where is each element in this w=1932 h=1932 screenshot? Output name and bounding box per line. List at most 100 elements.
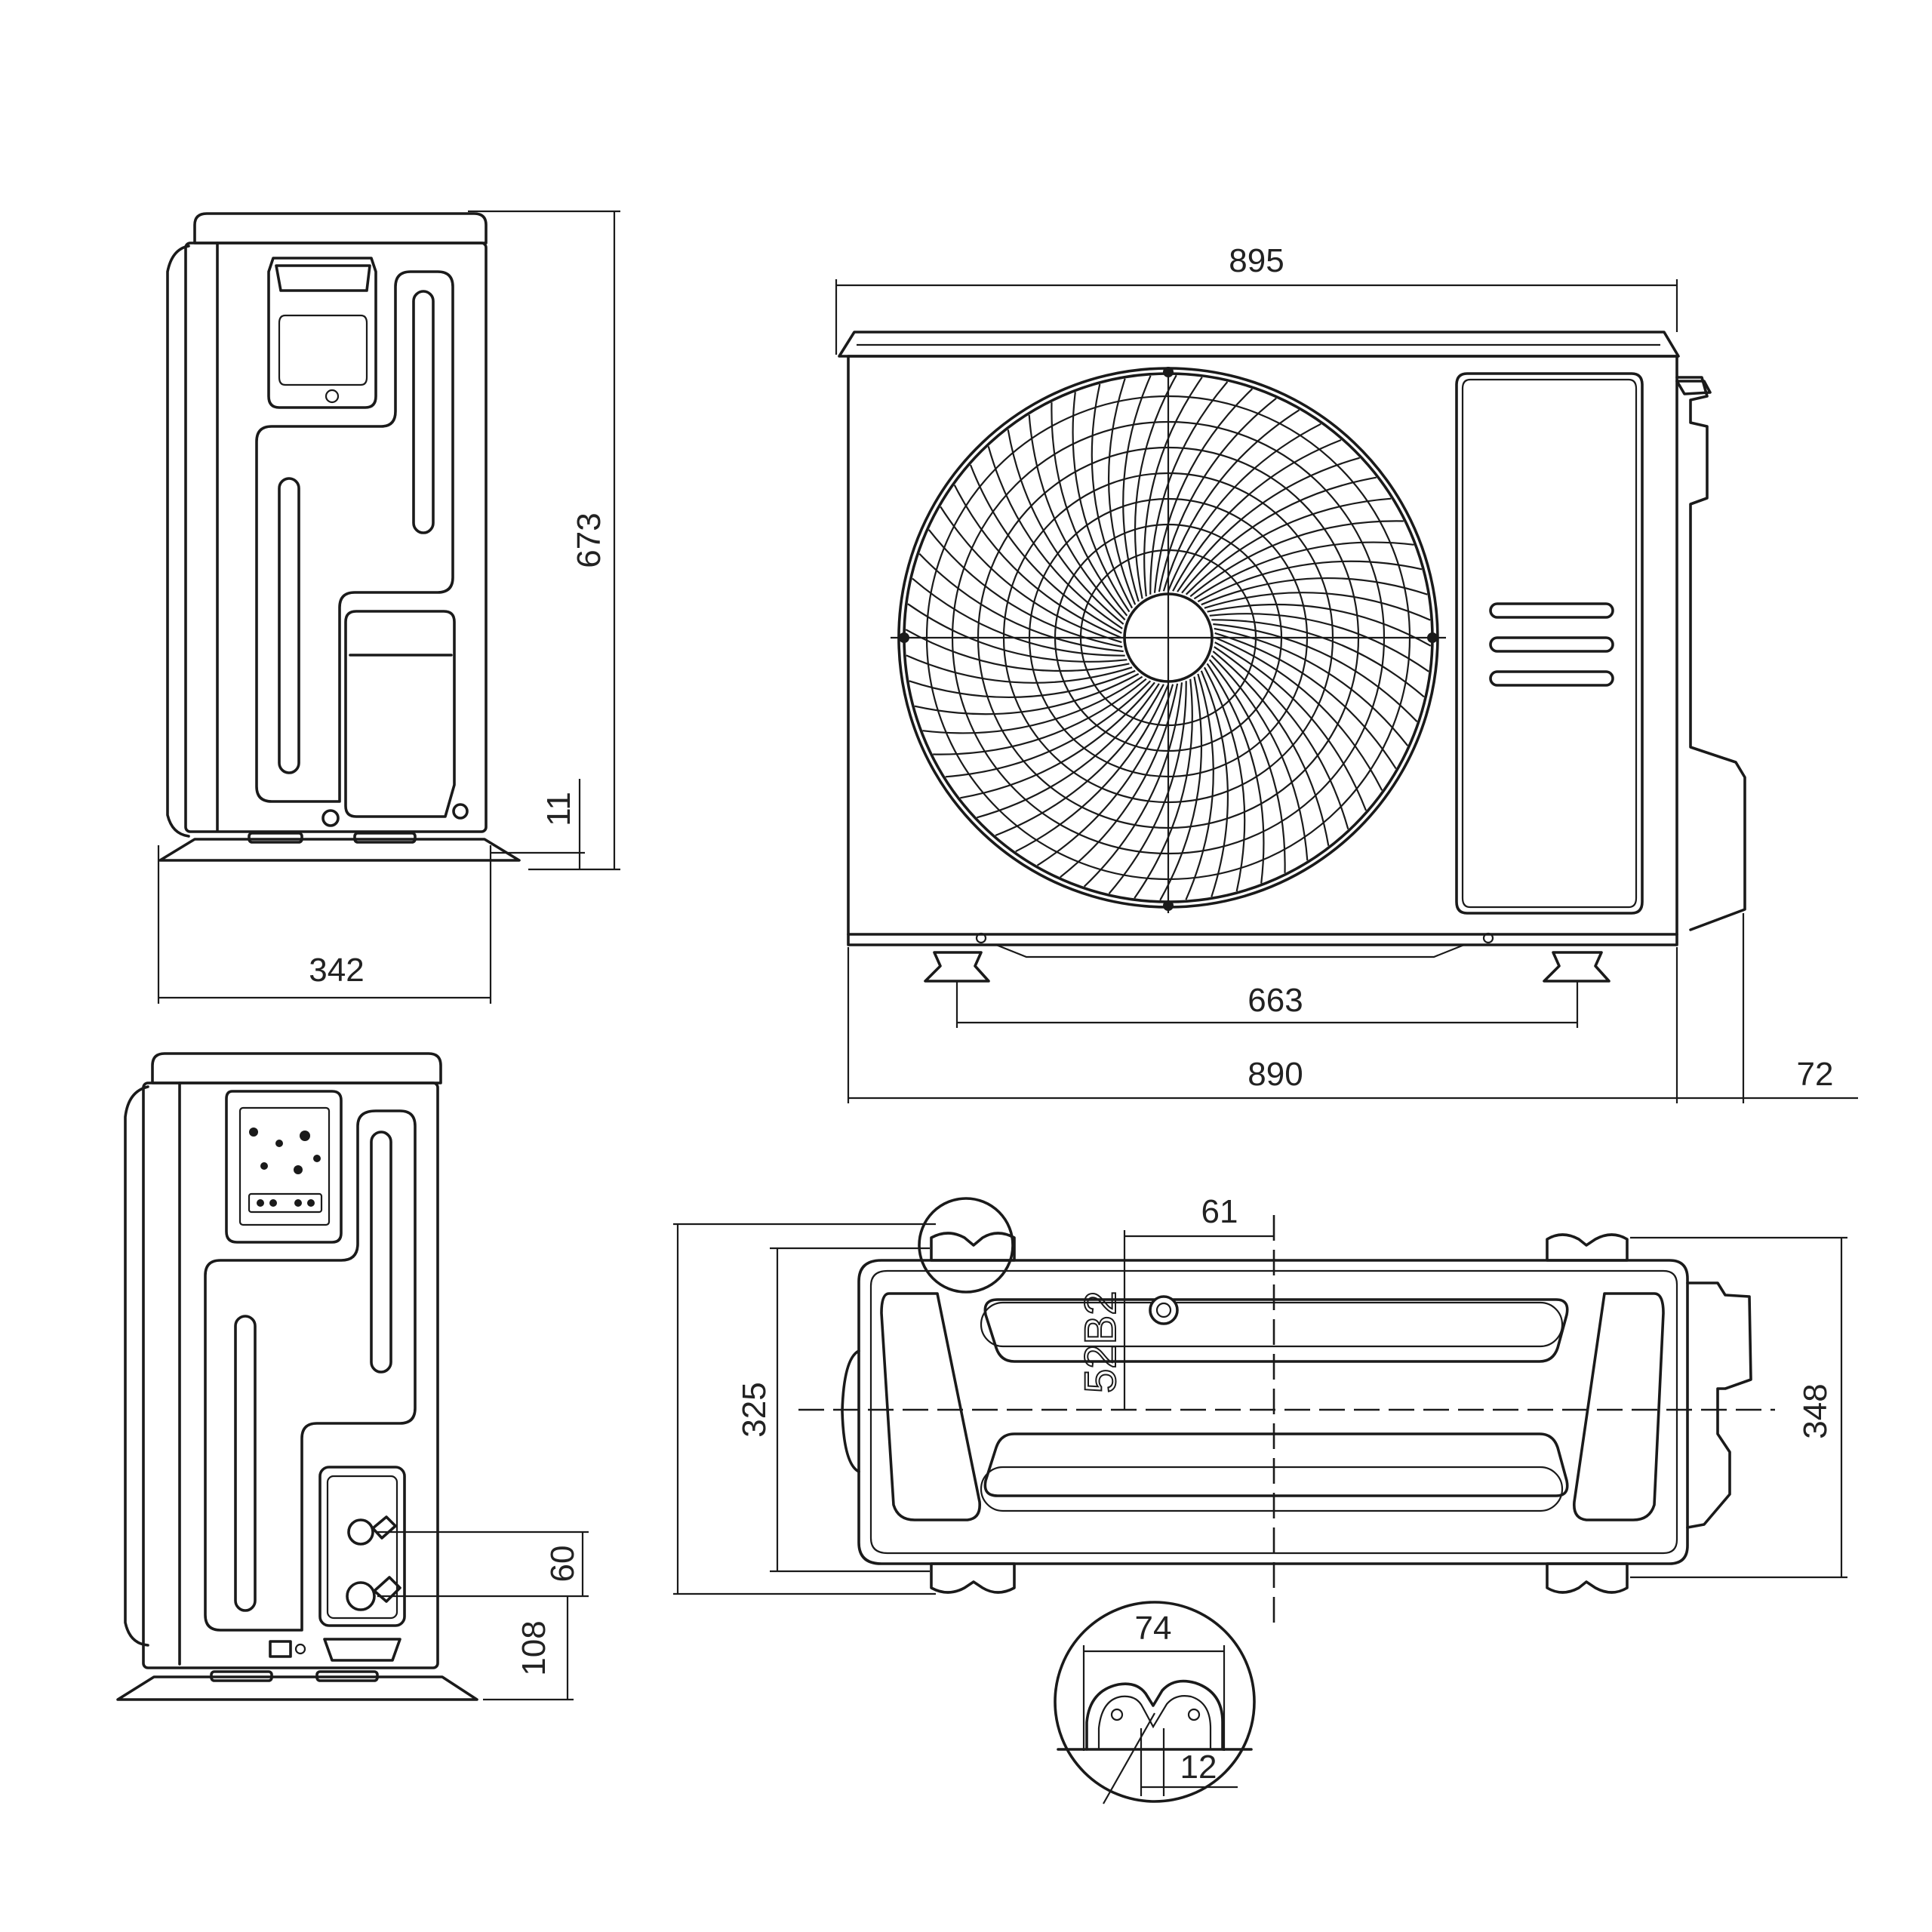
front-view: 895 663 890 72 (835, 242, 1858, 1103)
front-valve-label: 72 (1797, 1056, 1834, 1093)
side-depth-label: 342 (309, 952, 364, 989)
detail-width-label: 74 (1135, 1610, 1172, 1647)
fan-spoke (918, 552, 1124, 653)
front-screw-left (975, 932, 987, 944)
lower-foot-2 (315, 1670, 379, 1682)
lower-drain-fitting (323, 1638, 401, 1662)
fan-spoke (933, 678, 1147, 755)
model-code-text: 52B2 (1076, 1291, 1125, 1393)
fan-spoke (1167, 423, 1321, 592)
lower-service-valve-upper (347, 1518, 374, 1546)
front-foot-left (924, 951, 990, 983)
lower-base-plate (116, 1675, 478, 1701)
top-outer-depth-label: 348 (1797, 1383, 1834, 1438)
side-view-upper: 673 11 342 (157, 210, 620, 1004)
fan-spoke (1134, 374, 1177, 599)
fan-spoke (1209, 613, 1429, 672)
lower-valve-stem-upper (371, 1515, 397, 1540)
fan-spoke (909, 669, 1136, 699)
fan-spoke (1072, 392, 1131, 613)
top-foot-upper-left (930, 1232, 1016, 1262)
lower-foot-1 (210, 1670, 273, 1682)
fan-spoke (1172, 438, 1342, 592)
fan-spoke (1158, 397, 1277, 592)
fan-spoke (1091, 383, 1134, 609)
fan-mount-left (899, 632, 909, 643)
fan-spoke (1083, 682, 1183, 888)
fan-spoke (1201, 577, 1428, 606)
fan-spoke (977, 683, 1160, 819)
fan-spoke (1214, 636, 1383, 791)
fan-spoke (1208, 659, 1286, 873)
side-foot-2 (353, 832, 417, 844)
fan-spoke (905, 629, 1130, 672)
model-code-marking: 52B2 (1075, 1291, 1126, 1394)
side-foot-1 (248, 832, 303, 844)
detail-radius-leader (1103, 1712, 1155, 1804)
lower-board-part-4 (260, 1162, 268, 1170)
fan-spoke (1107, 378, 1137, 605)
top-lower-rib (983, 1432, 1569, 1497)
detail-foot-profile (1085, 1679, 1224, 1751)
top-inner-depth-label: 325 (736, 1382, 773, 1437)
front-screw-right (1482, 932, 1494, 944)
fan-spoke (995, 684, 1164, 837)
lower-rear-fins (124, 1085, 149, 1647)
side-rib-slot-right (412, 290, 435, 534)
side-bolt (452, 803, 469, 820)
fan-spoke (1214, 641, 1367, 811)
top-right-bracket (1573, 1292, 1665, 1521)
fan-spoke (1134, 678, 1193, 899)
front-foot-label: 663 (1247, 982, 1303, 1019)
detail-hole-left (1110, 1708, 1124, 1721)
fan-spoke (1185, 497, 1392, 595)
top-rear-fin-edge (841, 1349, 860, 1473)
fan-spoke (1207, 603, 1432, 647)
side-handle-grip (275, 264, 371, 292)
fan-spoke (960, 681, 1155, 799)
lower-terminal-4 (307, 1199, 315, 1207)
fan-spoke (1203, 666, 1246, 892)
fan-spoke (1153, 388, 1254, 593)
lower-terminal-1 (257, 1199, 264, 1207)
side-base-plate (158, 838, 521, 862)
lower-top-cap (151, 1052, 442, 1084)
front-body-label: 890 (1247, 1056, 1303, 1093)
lower-control-box (225, 1090, 343, 1244)
lower-terminal-3 (294, 1199, 302, 1207)
top-offset-label: 61 (1201, 1193, 1238, 1230)
side-foot-label: 11 (540, 792, 577, 826)
front-foot-right (1543, 951, 1611, 983)
fan-spoke (1185, 673, 1214, 900)
side-handle-panel (267, 257, 377, 409)
fan-spoke (1214, 632, 1397, 770)
lower-ground-mark (294, 1643, 306, 1655)
lower-board-part-5 (294, 1165, 303, 1174)
side-rib-slot-left (278, 477, 300, 774)
fan-spoke (1211, 619, 1425, 698)
fan-spoke (953, 485, 1122, 639)
fan-spoke (922, 675, 1143, 734)
fan-mount-bottom (1163, 900, 1174, 911)
fan-spoke (1193, 541, 1414, 600)
fan-spoke (1036, 684, 1174, 866)
top-lower-slot (980, 1466, 1564, 1512)
top-foot-lower-left (930, 1562, 1016, 1594)
lower-rib-channel (204, 1109, 417, 1632)
detail-slot-label: 12 (1180, 1749, 1217, 1786)
fan-spoke (914, 672, 1140, 715)
fan-spoke (1149, 381, 1229, 595)
fan-spoke (1108, 681, 1187, 894)
lower-board-part-6 (313, 1155, 321, 1162)
front-body-outline (847, 355, 1678, 946)
detail-view: 74 12 (1054, 1601, 1256, 1804)
side-drain-port (321, 809, 340, 827)
side-handle-recess (278, 314, 368, 386)
fan-spoke (1214, 646, 1349, 829)
fan-grille-spokes (905, 374, 1432, 901)
top-view: 52B2 61 325 348 (673, 1193, 1847, 1630)
fan-spoke (1015, 684, 1170, 853)
detail-hole-right (1187, 1708, 1201, 1721)
top-body-inner (869, 1269, 1678, 1555)
